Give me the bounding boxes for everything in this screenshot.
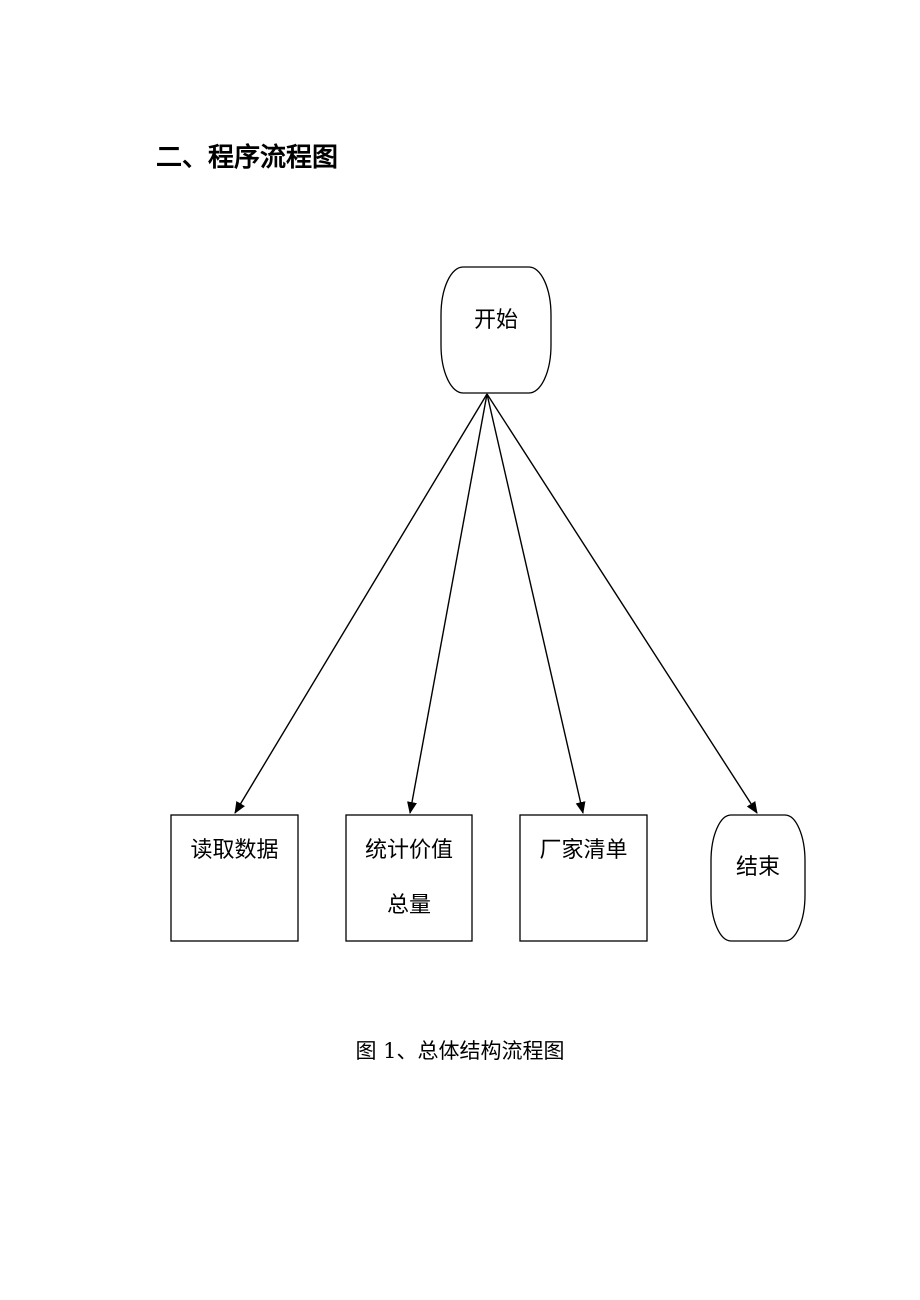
vendor-list-node-shape [519,814,648,942]
edge-start-to-read-data [234,393,488,814]
stats-node-shape [345,814,473,942]
start-node: 开始 [440,266,552,394]
edge-start-to-vendor-list [486,393,586,814]
end-node-label: 结束 [736,855,780,880]
vendor-list-node-label: 厂家清单 [539,838,627,863]
stats-node: 统计价值 总量 [345,814,473,942]
start-node-shape [440,266,552,394]
end-node-shape [710,814,806,942]
end-node: 结束 [710,814,806,942]
stats-node-label-line2: 总量 [387,893,431,918]
edges [234,393,758,814]
read-data-node-shape [170,814,299,942]
read-data-node-label: 读取数据 [190,838,278,863]
figure-caption: 图 1、总体结构流程图 [355,1039,565,1063]
edge-start-to-stats [407,393,488,814]
start-node-label: 开始 [474,308,518,333]
edge-start-to-end [486,393,758,814]
read-data-node: 读取数据 [170,814,299,942]
stats-node-label-line1: 统计价值 [365,838,453,863]
vendor-list-node: 厂家清单 [519,814,648,942]
section-title: 二、程序流程图 [156,143,339,173]
